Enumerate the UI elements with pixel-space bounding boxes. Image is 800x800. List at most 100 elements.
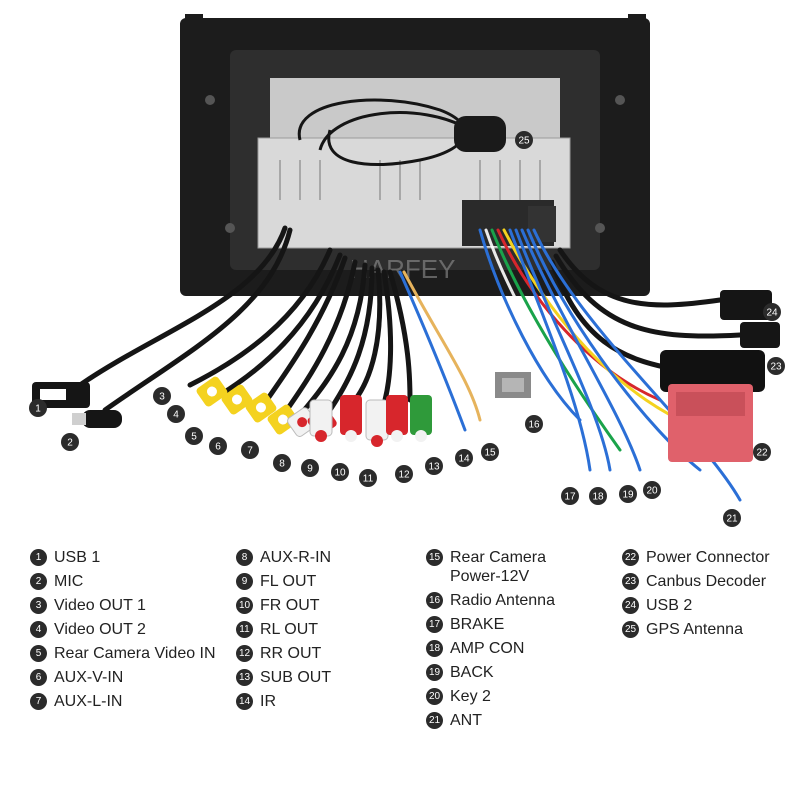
legend-label: AUX-L-IN	[54, 692, 122, 711]
number-badge: 11	[236, 621, 253, 638]
legend-label: GPS Antenna	[646, 620, 743, 639]
legend-label: RR OUT	[260, 644, 321, 663]
callout-2: 2	[61, 433, 79, 451]
number-badge: 15	[426, 549, 443, 566]
colored-wires	[398, 228, 742, 502]
callout-number: 13	[428, 462, 440, 473]
callout-10: 10	[331, 463, 349, 481]
number-badge: 4	[30, 621, 47, 638]
legend-label-line: Power Connector	[646, 549, 770, 566]
callout-6: 6	[209, 437, 227, 455]
legend-label-line: Canbus Decoder	[646, 573, 767, 590]
callout-25: 25	[515, 131, 533, 149]
number-badge: 14	[236, 693, 253, 710]
callout-number: 21	[726, 514, 738, 525]
number-badge: 3	[30, 597, 47, 614]
callout-17: 17	[561, 487, 579, 505]
legend-label-line: SUB OUT	[260, 669, 332, 686]
callout-9: 9	[301, 459, 319, 477]
legend-label-line: Video OUT 1	[54, 597, 146, 614]
callout-3: 3	[153, 387, 171, 405]
legend-label: BRAKE	[450, 615, 504, 634]
legend-label: BACK	[450, 663, 494, 682]
callout-number: 12	[398, 470, 410, 481]
number-badge: 16	[426, 592, 443, 609]
callout-number: 18	[592, 492, 604, 503]
legend-label-line: AUX-V-IN	[54, 669, 124, 686]
legend-label: Video OUT 2	[54, 620, 146, 639]
legend-label-line: AUX-L-IN	[54, 693, 123, 710]
wiring-diagram: HARFEY	[29, 14, 785, 527]
callout-number: 4	[173, 410, 179, 421]
legend-label: AMP CON	[450, 639, 524, 658]
callout-24: 24	[763, 303, 781, 321]
callout-12: 12	[395, 465, 413, 483]
legend-label-line: Key 2	[450, 688, 491, 705]
legend-item: 13 SUB OUT	[236, 668, 331, 687]
mic-connector	[72, 410, 122, 428]
callout-1: 1	[29, 399, 47, 417]
callout-number: 25	[518, 136, 530, 147]
legend-label: IR	[260, 692, 276, 711]
legend-label: AUX-R-IN	[260, 548, 331, 567]
cable-bundle	[77, 225, 743, 423]
number-badge: 13	[236, 669, 253, 686]
power-connector	[668, 384, 753, 462]
legend-label-line: MIC	[54, 573, 84, 590]
callout-number: 9	[307, 464, 313, 475]
callout-22: 22	[753, 443, 771, 461]
legend-label: Video OUT 1	[54, 596, 146, 615]
legend-label: RL OUT	[260, 620, 318, 639]
number-badge: 5	[30, 645, 47, 662]
legend-label-line: IR	[260, 693, 276, 710]
legend-label: Power Connector	[646, 548, 770, 567]
legend-item: 8 AUX-R-IN	[236, 548, 331, 567]
legend-label: AUX-V-IN	[54, 668, 123, 687]
legend-label: Key 2	[450, 687, 491, 706]
legend-label: USB 2	[646, 596, 692, 615]
number-badge: 2	[30, 573, 47, 590]
callout-number: 8	[279, 459, 285, 470]
number-badge: 9	[236, 573, 253, 590]
legend-label-line: ANT	[450, 712, 482, 729]
legend-item: 12 RR OUT	[236, 644, 331, 663]
metal-chassis: HARFEY	[257, 78, 571, 284]
callout-14: 14	[455, 449, 473, 467]
callout-number: 1	[35, 404, 41, 415]
number-badge: 1	[30, 549, 47, 566]
callout-number: 3	[159, 392, 165, 403]
callout-number: 23	[770, 362, 782, 373]
number-badge: 23	[622, 573, 639, 590]
number-badge: 8	[236, 549, 253, 566]
callout-number: 24	[766, 308, 778, 319]
callout-number: 10	[334, 468, 346, 479]
legend-label-line: AMP CON	[450, 640, 525, 657]
legend-item: 4 Video OUT 2	[30, 620, 216, 639]
number-badge: 20	[426, 688, 443, 705]
radio-antenna-plug	[495, 372, 531, 398]
number-badge: 12	[236, 645, 253, 662]
callout-number: 2	[67, 438, 73, 449]
callout-number: 17	[564, 492, 576, 503]
callout-number: 14	[458, 454, 470, 465]
number-badge: 24	[622, 597, 639, 614]
legend-label-line: RR OUT	[260, 645, 322, 662]
callout-13: 13	[425, 457, 443, 475]
callout-8: 8	[273, 454, 291, 472]
callout-16: 16	[525, 415, 543, 433]
callout-18: 18	[589, 487, 607, 505]
legend-item: 14 IR	[236, 692, 331, 711]
usb1-connector	[32, 382, 90, 408]
callout-number: 11	[363, 474, 374, 485]
canbus-decoder	[660, 350, 765, 392]
number-badge: 25	[622, 621, 639, 638]
legend-item: 2 MIC	[30, 572, 216, 591]
